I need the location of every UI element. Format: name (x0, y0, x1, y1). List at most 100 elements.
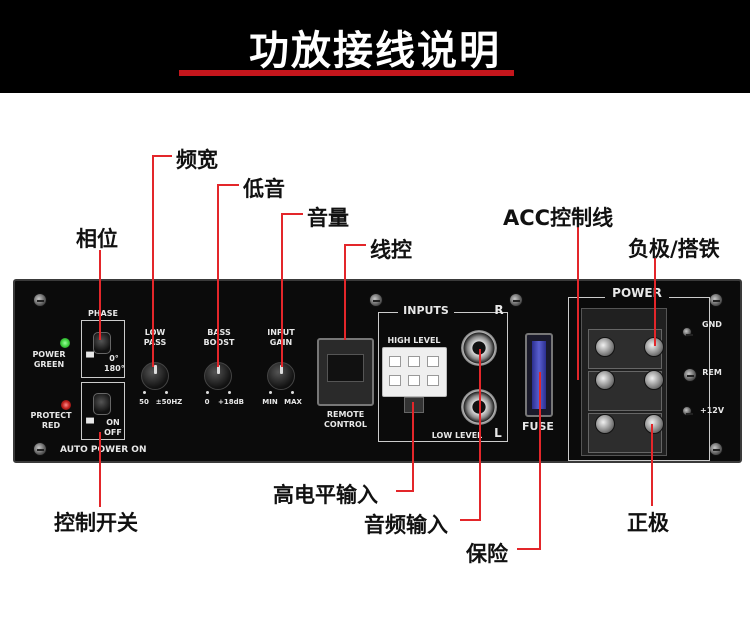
phase-title: PHASE (81, 309, 125, 319)
screw-icon (33, 442, 47, 456)
power-label-line2: GREEN (33, 360, 65, 369)
gnd-screw-icon[interactable] (595, 337, 615, 357)
phase-switch-box (81, 320, 125, 378)
screw-icon (509, 293, 523, 307)
screw-icon (369, 293, 383, 307)
gain-max: MAX (284, 398, 302, 406)
callout-line (152, 155, 172, 157)
callout-line (344, 244, 366, 246)
screw-icon (709, 442, 723, 456)
callout-line (517, 548, 541, 550)
callout-fuse: 保险 (466, 542, 508, 566)
pin-icon (389, 356, 401, 367)
low-pass-max: ±50HZ (155, 398, 183, 406)
protect-label-line1: PROTECT (30, 411, 72, 420)
gnd-label: GND (702, 320, 722, 329)
bass-boost-line2: BOOST (200, 338, 238, 348)
header-banner (0, 0, 750, 93)
callout-line (281, 213, 303, 215)
phase-options: 0°180° (104, 354, 125, 374)
toggle-icon: ▀ (86, 353, 94, 364)
gain-min: MIN (262, 398, 278, 406)
callout-line (651, 424, 653, 506)
callout-line (412, 402, 414, 492)
remote-line1: REMOTE (326, 410, 365, 419)
callout-phase: 相位 (76, 227, 118, 251)
callout-audio-input: 音频输入 (364, 513, 448, 537)
screw-icon (683, 368, 697, 382)
callout-line (539, 372, 541, 550)
low-pass-min: 50 (139, 398, 149, 406)
low-level-label: LOW LEVEL (431, 431, 483, 440)
callout-line (479, 349, 481, 521)
pin-icon (389, 375, 401, 386)
auto-power-button[interactable] (93, 393, 111, 415)
auto-power-label: AUTO POWER ON (60, 445, 147, 455)
fuse-label: FUSE (522, 420, 554, 433)
low-pass-line1: LOW (144, 328, 166, 337)
remote-line2: CONTROL (324, 420, 367, 429)
screw-icon (682, 327, 693, 337)
remote-control-jack[interactable] (317, 338, 374, 406)
power-led-icon (60, 338, 70, 348)
rem-screw-icon[interactable] (595, 370, 615, 390)
power-title: POWER (605, 287, 669, 299)
callout-negative: 负极/搭铁 (628, 237, 720, 261)
callout-bass: 低音 (243, 177, 285, 201)
callout-line (654, 258, 656, 346)
page-title: 功放接线说明 (249, 28, 501, 74)
connector-latch-icon (404, 397, 424, 413)
callout-line (396, 490, 414, 492)
callout-acc: ACC控制线 (503, 206, 614, 230)
callout-line (344, 244, 346, 340)
callout-line (152, 155, 154, 367)
scale-dot (291, 391, 294, 394)
callout-volume: 音量 (307, 206, 349, 230)
low-pass-line2: PASS (143, 338, 167, 347)
toggle-icon: ▀ (86, 419, 94, 430)
callout-line (577, 226, 579, 380)
phase-0-label: 0° (109, 354, 119, 363)
callout-line (99, 250, 101, 340)
callout-high-level-input: 高电平输入 (273, 483, 378, 507)
plus12-screw-icon[interactable] (644, 414, 664, 434)
callout-line (99, 432, 101, 507)
title-underline (179, 70, 514, 76)
high-level-label: HIGH LEVEL (387, 336, 441, 345)
phase-button[interactable] (93, 332, 111, 354)
bass-min: 0 (204, 398, 210, 406)
plus12-screw-icon[interactable] (595, 414, 615, 434)
on-label: ON (106, 418, 120, 427)
callout-line-control: 线控 (370, 238, 412, 262)
bass-max: +18dB (218, 398, 244, 406)
pin-icon (427, 356, 439, 367)
scale-dot (143, 391, 146, 394)
bass-boost-label: BASSBOOST (200, 328, 238, 348)
screw-icon (33, 293, 47, 307)
power-label-line1: POWER (32, 350, 66, 359)
control-switch-box (81, 382, 125, 440)
rem-screw-icon[interactable] (644, 370, 664, 390)
callout-line (460, 519, 481, 521)
off-label: OFF (104, 428, 122, 437)
scale-dot (206, 391, 209, 394)
callout-line (217, 184, 239, 186)
pin-icon (408, 375, 420, 386)
callout-line (217, 184, 219, 367)
phase-180-label: 180° (104, 364, 125, 373)
rem-label: REM (702, 368, 722, 377)
callout-bandwidth: 频宽 (176, 148, 218, 172)
inputs-title: INPUTS (398, 305, 454, 316)
callout-control-switch: 控制开关 (54, 511, 138, 535)
pin-icon (427, 375, 439, 386)
high-level-connector[interactable] (382, 347, 447, 397)
low-pass-knob[interactable] (141, 362, 169, 390)
pin-icon (408, 356, 420, 367)
scale-dot (269, 391, 272, 394)
